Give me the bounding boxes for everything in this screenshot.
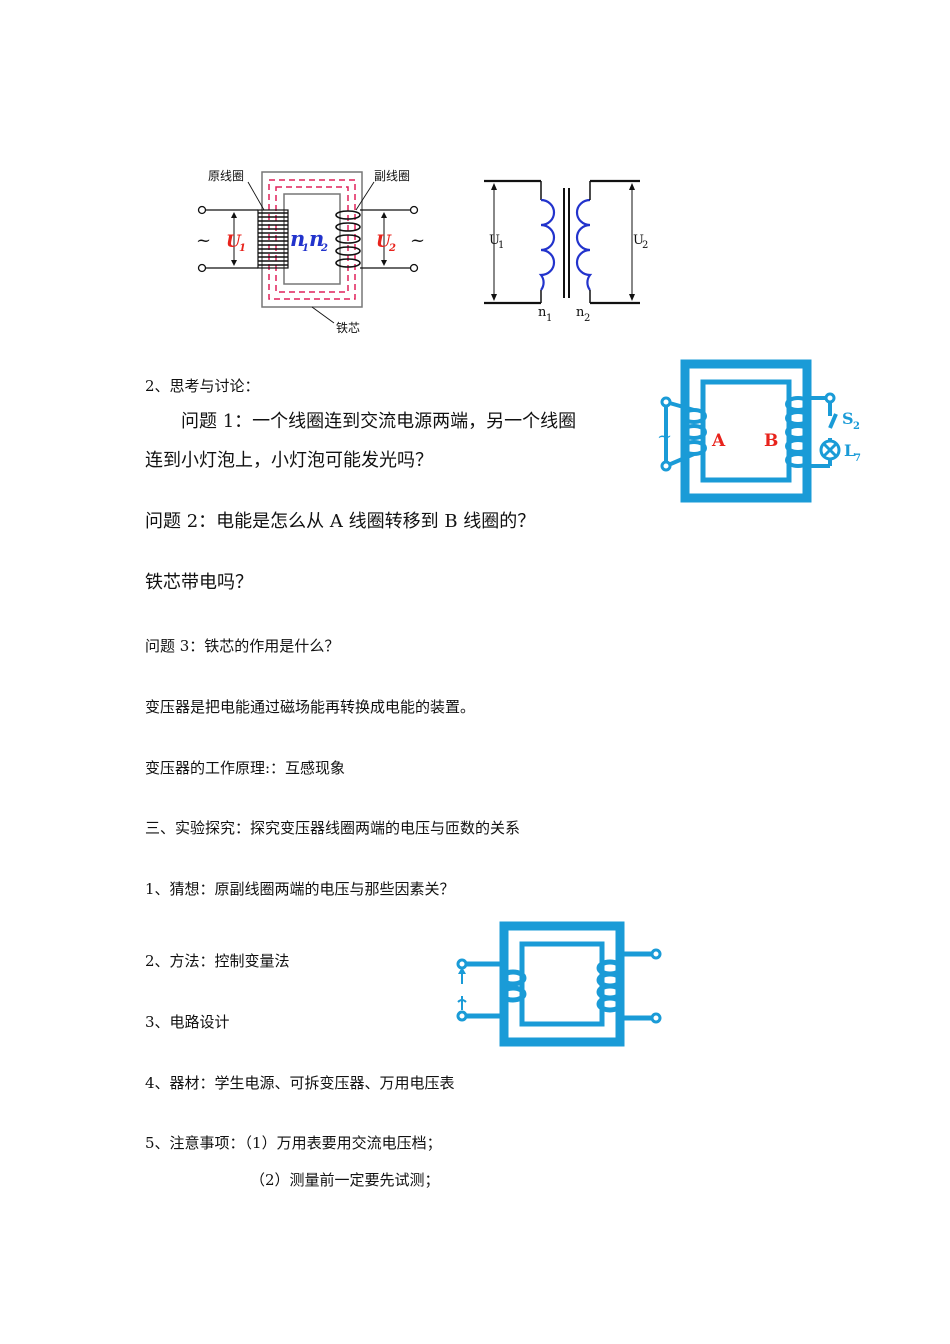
coil-b-label: B [764, 431, 778, 451]
primary-coil-label: 原线圈 [208, 169, 244, 183]
u1-label: U [226, 232, 242, 252]
ac-symbol-left: ~ [196, 230, 211, 251]
section2-title: 2、思考与讨论： [145, 377, 260, 395]
n1-label: n [538, 305, 547, 320]
u2-sub: 2 [642, 240, 648, 251]
core-label: 铁芯 [336, 321, 360, 335]
transformer-core-diagram: 原线圈 副线圈 铁芯 ~ ~ U 1 U 2 n 1 n 2 [196, 169, 425, 335]
lamp-label: L [844, 441, 855, 460]
transformer-principle: 变压器的工作原理:：互感现象 [145, 759, 346, 777]
switch-label: S [842, 409, 854, 428]
u2-label: U [633, 233, 644, 248]
question-3: 问题 3：铁芯的作用是什么？ [145, 637, 340, 655]
switch-sub: 2 [853, 421, 860, 432]
secondary-coil [335, 210, 361, 268]
ac-symbol-right: ~ [410, 230, 425, 251]
u1-sub: 1 [498, 240, 504, 251]
u2-label: U [376, 232, 392, 252]
n1-sub: 1 [546, 313, 552, 324]
circuit-design-item: 3、电路设计 [145, 1013, 230, 1031]
n2-sub: 2 [320, 243, 328, 254]
n2-label: n [309, 226, 324, 251]
u1-label: U [489, 233, 500, 248]
guess-item: 1、猜想：原副线圈两端的电压与那些因素关？ [145, 880, 455, 898]
n1-label: n [290, 226, 305, 251]
transformer-definition: 变压器是把电能通过磁场能再转换成电能的装置。 [145, 698, 476, 716]
question-1-line-2: 连到小灯泡上，小灯泡可能发光吗？ [145, 450, 433, 471]
question-2: 问题 2：电能是怎么从 A 线圈转移到 B 线圈的？ [145, 511, 536, 532]
lamp-sub: 7 [854, 453, 861, 464]
note-item-2: （2）测量前一定要先试测； [250, 1171, 440, 1189]
secondary-coil-label: 副线圈 [374, 169, 410, 183]
ac-symbol: ~ [657, 426, 672, 447]
question-1-line-1: 问题 1：一个线圈连到交流电源两端，另一个线圈 [181, 411, 577, 432]
transformer-schematic: U 1 U 2 n 1 n 2 [484, 179, 648, 324]
circuit-design-diagram [456, 921, 662, 1047]
n2-label: n [576, 305, 585, 320]
method-item: 2、方法：控制变量法 [145, 952, 290, 970]
coil-a-label: A [711, 431, 726, 451]
equipment-item: 4、器材：学生电源、可拆变压器、万用电压表 [145, 1074, 455, 1092]
experiment-title: 三、实验探究：探究变压器线圈两端的电压与匝数的关系 [145, 819, 521, 837]
question-2-followup: 铁芯带电吗？ [145, 572, 253, 593]
u1-sub: 1 [239, 243, 246, 254]
primary-winding [538, 198, 556, 291]
coil-lamp-diagram: ~ A B S 2 L 7 [657, 359, 861, 503]
primary-coil [258, 212, 288, 266]
u2-sub: 2 [388, 243, 396, 254]
secondary-winding [575, 198, 593, 291]
note-item-1: 5、注意事项：（1）万用表要用交流电压档； [145, 1134, 442, 1152]
n1-sub: 1 [302, 243, 309, 254]
n2-sub: 2 [584, 313, 590, 324]
